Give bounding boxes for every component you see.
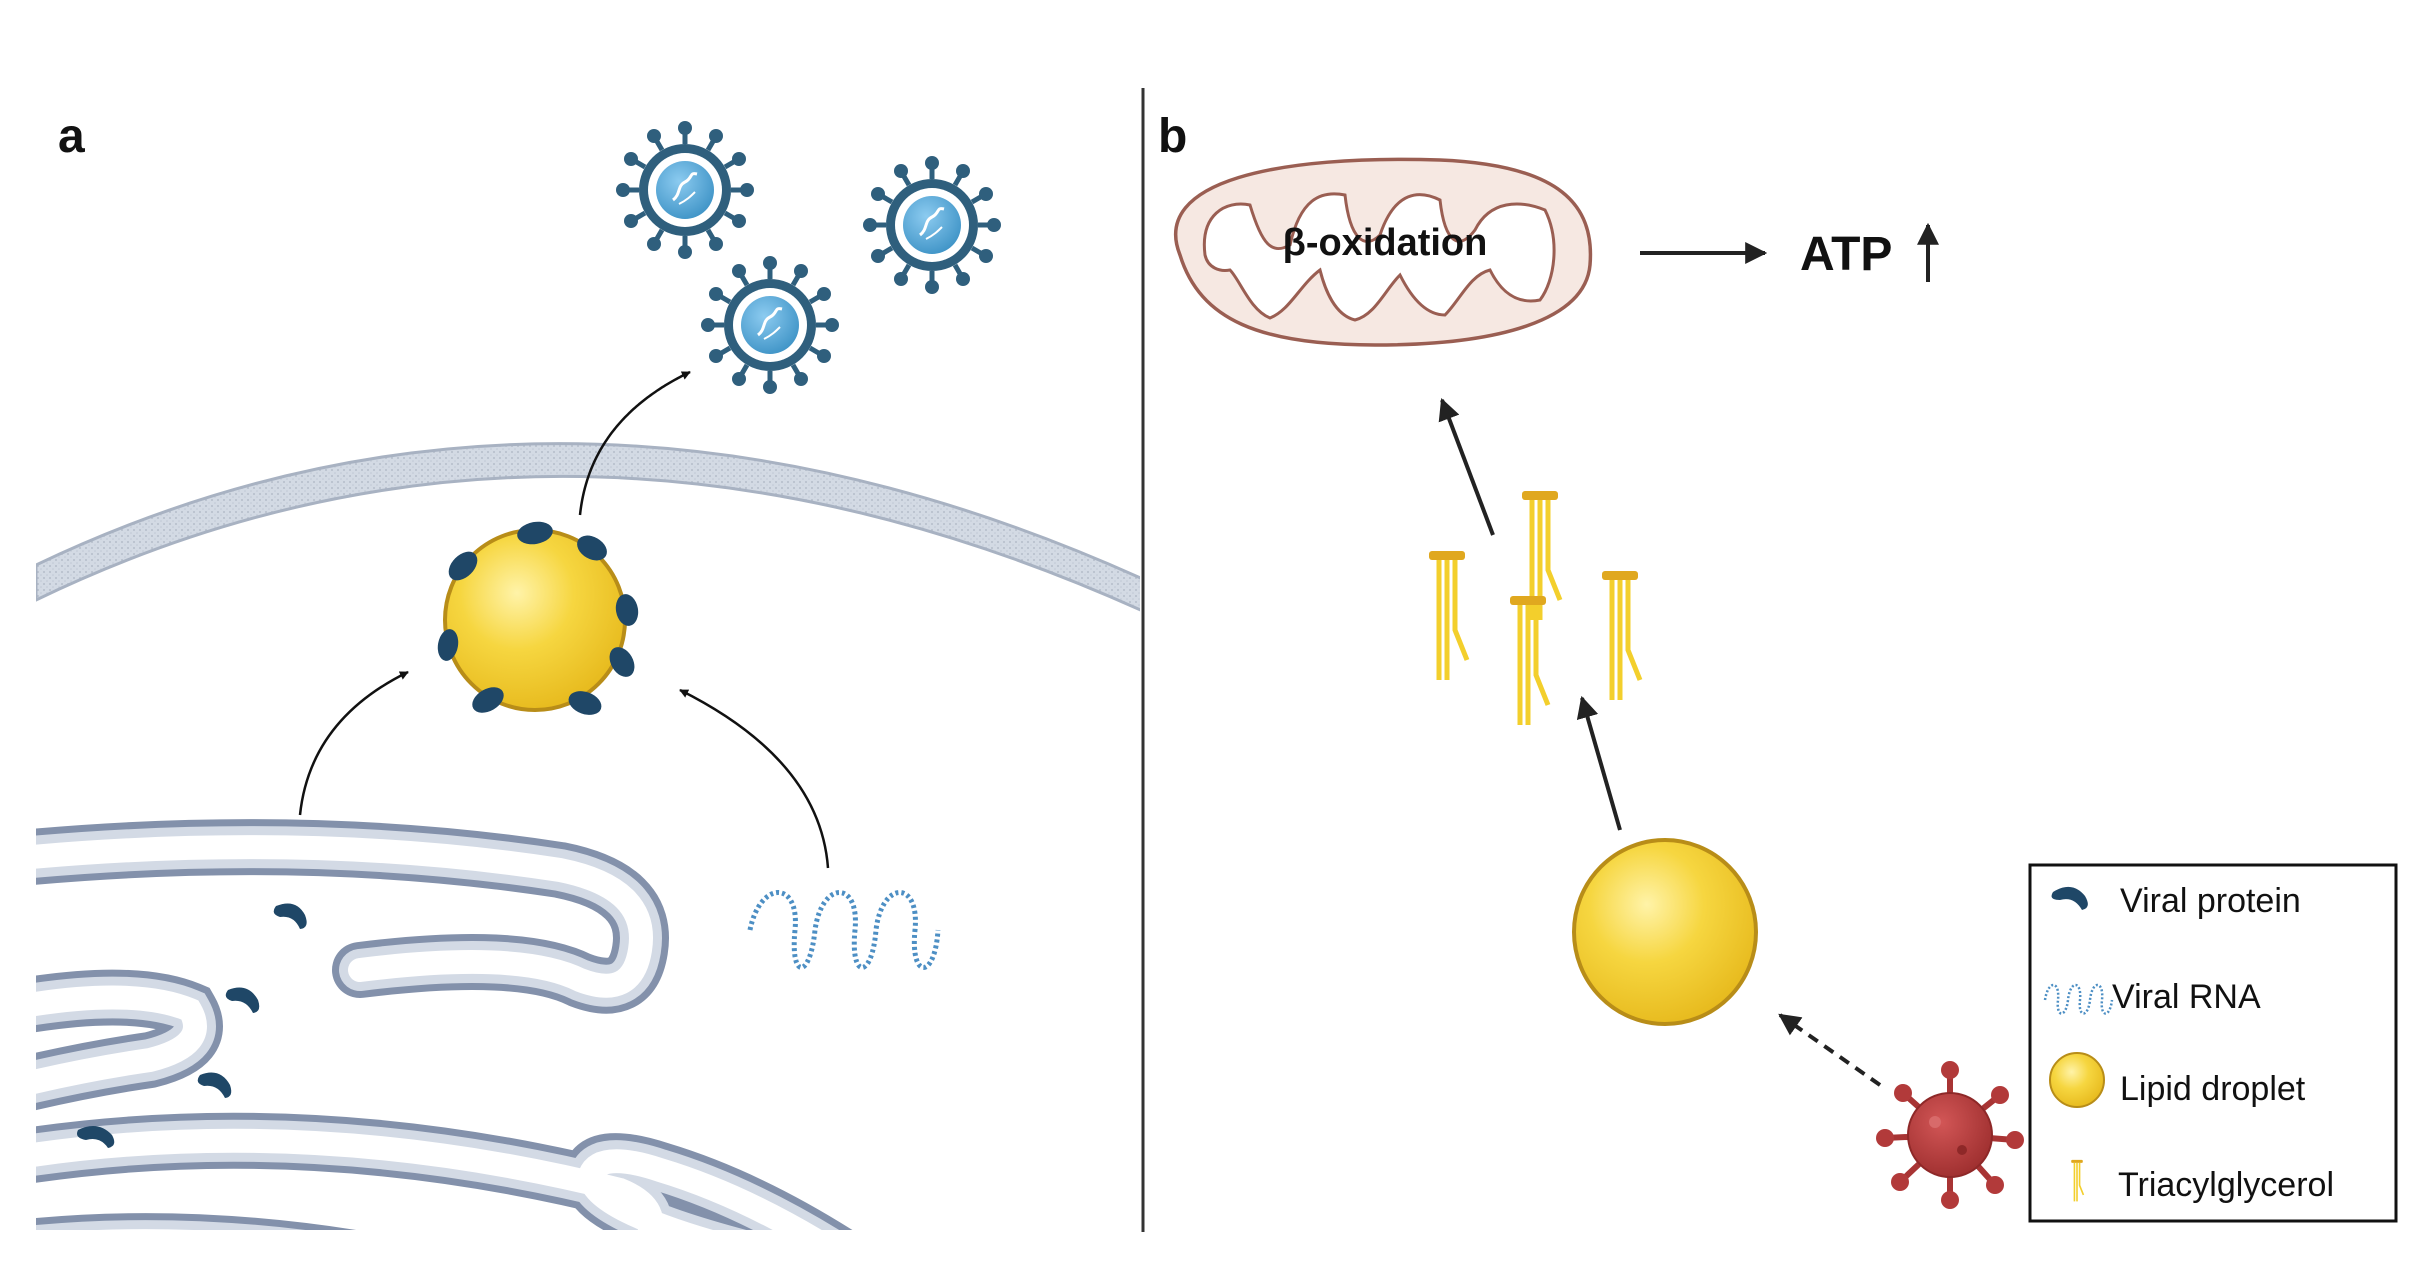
triacylglycerol-group [1429,491,1640,725]
lipid-droplet [1572,838,1758,1026]
infecting-virus-icon [1876,1061,2024,1209]
arrow-virus-to-droplet [1778,1013,1882,1087]
arrow-droplet-to-virions [578,370,691,516]
legend-label-lipid-droplet: Lipid droplet [2120,1070,2306,1108]
panel-a-label: a [58,110,85,163]
viral-rna-icon [2043,983,2114,1015]
arrow-rna-to-droplet [679,688,830,869]
triacylglycerol-icon-4 [1602,571,1640,700]
arrow-golgi-to-droplet [298,670,409,816]
legend-label-triacylglycerol: Triacylglycerol [2118,1166,2334,1204]
viral-rna [747,890,941,970]
legend-box [2028,863,2398,1223]
free-viral-proteins [77,903,307,1148]
atp-label: ATP [1800,228,1892,281]
legend-label-viral-protein: Viral protein [2120,882,2301,920]
legend-label-viral-rna: Viral RNA [2112,978,2261,1016]
lipid-droplet-icon [2049,1052,2105,1108]
virion-icon-2 [863,156,1001,294]
golgi-membranes [36,819,853,1230]
arrow-droplet-to-tag [1576,695,1622,831]
viral-protein-icon [2051,886,2088,910]
beta-oxidation-label: β-oxidation [1283,222,1488,264]
lipid-droplet-with-viral-proteins [437,521,639,715]
panel-b-label: b [1158,110,1187,163]
arrow-tag-to-mito [1438,397,1495,536]
mitochondrion: β-oxidation [1173,157,1593,347]
plasma-membrane [36,442,1140,612]
legend: Viral protein Viral RNA Lipid droplet Tr… [2028,863,2398,1223]
triacylglycerol-icon-2 [1429,551,1467,680]
virion-icon-3 [701,256,839,394]
panel-a-arrows [298,370,830,869]
panel-a [36,121,1140,1230]
virion-icon-1 [616,121,754,259]
